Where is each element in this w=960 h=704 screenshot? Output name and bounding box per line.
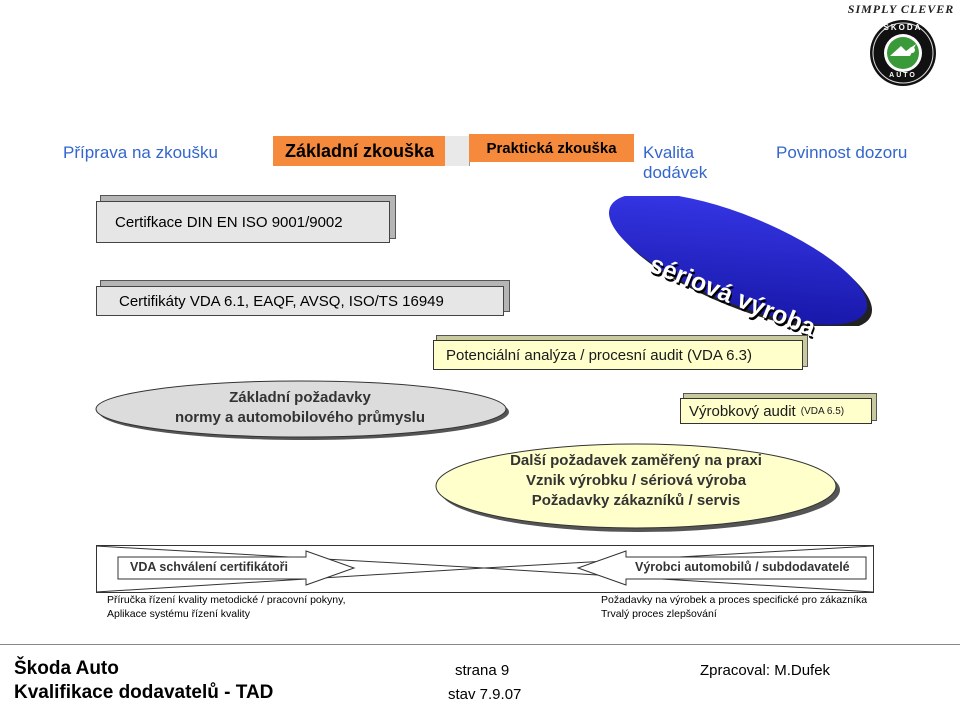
ellipse-further-line3: Požadavky zákazníků / servis xyxy=(531,492,741,509)
footer-subtitle: Kvalifikace dodavatelů - TAD xyxy=(14,682,274,703)
notes-left-line2: Aplikace systému řízení kvality xyxy=(107,608,250,620)
bottom-frame xyxy=(96,545,874,593)
arrow-left-shape xyxy=(576,550,867,586)
nav-item-delivery-quality-line1: Kvalita xyxy=(643,143,695,162)
nav-shadow xyxy=(445,136,470,166)
box-cert-din: Certifkace DIN EN ISO 9001/9002 xyxy=(96,201,390,243)
serial-production-shape xyxy=(608,196,873,326)
ellipse-further-line1: Další požadavek zaměřený na praxi xyxy=(510,452,762,469)
brand-tagline: SIMPLY CLEVER xyxy=(847,2,955,16)
ellipse-basic-text: Základní požadavky normy a automobilovéh… xyxy=(100,388,500,428)
notes-right-line1: Požadavky na výrobek a proces specifické… xyxy=(601,594,868,606)
nav-item-practical-exam[interactable]: Praktická zkouška xyxy=(469,134,634,162)
notes-right-line2: Trvalý proces zlepšování xyxy=(601,608,717,620)
footer-company: Škoda Auto xyxy=(14,658,119,679)
ellipse-basic-line1: Základní požadavky xyxy=(229,389,371,406)
nav-item-basic-exam[interactable]: Základní zkouška xyxy=(273,136,467,166)
arrow-left-label: VDA schválení certifikátoři xyxy=(130,560,288,574)
arrow-right-shape xyxy=(117,550,356,586)
ellipse-further-requirements xyxy=(435,443,840,532)
box-cert-vda: Certifikáty VDA 6.1, EAQF, AVSQ, ISO/TS … xyxy=(96,286,504,316)
nav-item-supervision[interactable]: Povinnost dozoru xyxy=(776,143,908,162)
ellipse-further-line2: Vznik výrobku / sériová výroba xyxy=(525,472,747,489)
skoda-logo xyxy=(870,20,936,86)
ellipse-basic-line2: normy a automobilového průmyslu xyxy=(174,409,426,426)
product-audit-label: Výrobkový audit xyxy=(689,402,796,420)
nav-item-delivery-quality[interactable]: Kvalita dodávek xyxy=(643,143,707,183)
footer-divider xyxy=(0,644,960,645)
notes-right: Požadavky na výrobek a proces specifické… xyxy=(601,593,867,621)
box-product-audit: Výrobkový audit (VDA 6.5) xyxy=(680,398,872,424)
notes-left: Příručka řízení kvality metodické / prac… xyxy=(107,593,345,621)
notes-left-line1: Příručka řízení kvality metodické / prac… xyxy=(107,594,346,606)
ellipse-further-text: Další požadavek zaměřený na praxi Vznik … xyxy=(436,451,836,511)
nav-item-preparation[interactable]: Příprava na zkoušku xyxy=(63,143,218,162)
ellipse-basic-requirements xyxy=(95,380,509,440)
arrow-right-label: Výrobci automobilů / subdodavatelé xyxy=(635,560,850,574)
nav-item-delivery-quality-line2: dodávek xyxy=(643,163,708,182)
footer-date: stav 7.9.07 xyxy=(448,686,522,703)
footer-author: Zpracoval: M.Dufek xyxy=(700,662,831,679)
footer-page: strana 9 xyxy=(455,662,510,679)
product-audit-suffix: (VDA 6.5) xyxy=(800,405,845,417)
logo-sub-text: AUTO xyxy=(889,72,917,79)
logo-brand-text: SKODA xyxy=(883,23,923,32)
box-potential-analysis: Potenciální analýza / procesní audit (VD… xyxy=(433,340,803,370)
